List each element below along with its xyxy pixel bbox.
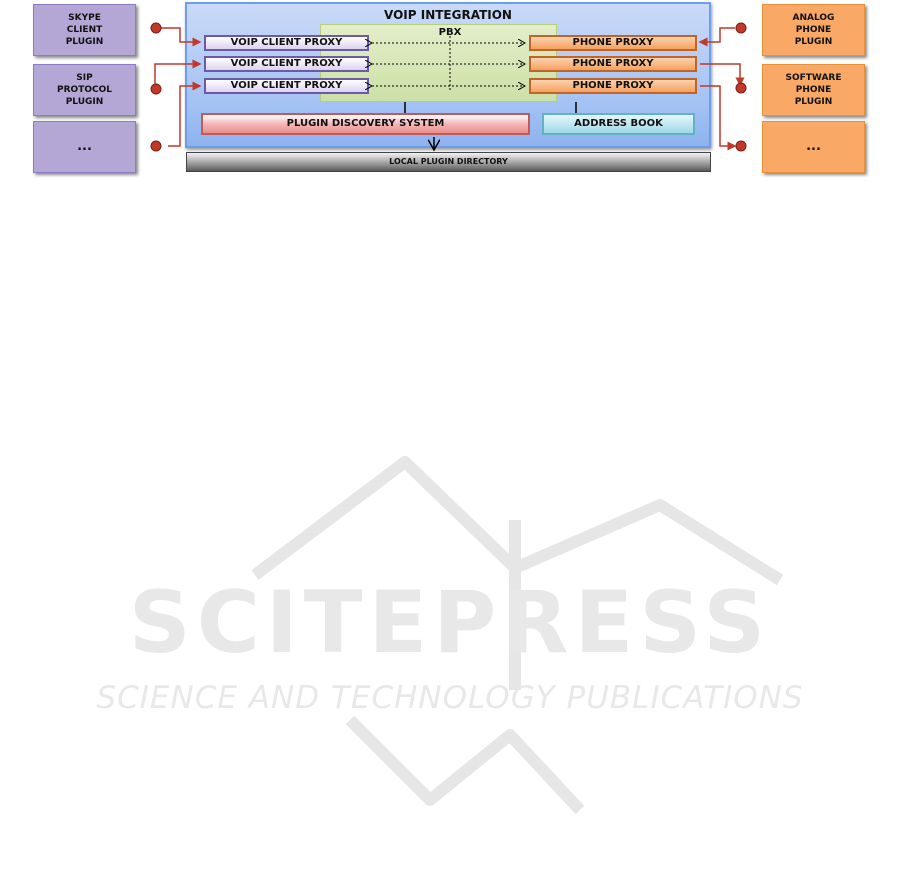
address-book: ADDRESS BOOK <box>542 113 695 135</box>
voip-client-proxy-1: VOIP CLIENT PROXY <box>204 35 369 51</box>
skype-client-plugin: SKYPE CLIENT PLUGIN <box>33 4 136 56</box>
left-more-plugins: ... <box>33 121 136 173</box>
plugin-discovery-system: PLUGIN DISCOVERY SYSTEM <box>201 113 530 135</box>
voip-client-proxy-3: VOIP CLIENT PROXY <box>204 78 369 94</box>
right-more-plugins: ... <box>762 121 865 173</box>
pbx-down-links <box>404 102 577 150</box>
right-plugin-sockets <box>735 22 747 152</box>
phone-proxy-3: PHONE PROXY <box>529 78 697 94</box>
software-phone-plugin: SOFTWARE PHONE PLUGIN <box>762 64 865 116</box>
pbx-dotted-links <box>372 36 525 92</box>
sip-protocol-plugin: SIP PROTOCOL PLUGIN <box>33 64 136 116</box>
local-plugin-directory: LOCAL PLUGIN DIRECTORY <box>186 152 711 172</box>
right-plugin-links <box>698 27 745 151</box>
phone-proxy-2: PHONE PROXY <box>529 56 697 72</box>
left-plugin-links <box>154 27 202 147</box>
analog-phone-plugin: ANALOG PHONE PLUGIN <box>762 4 865 56</box>
phone-proxy-1: PHONE PROXY <box>529 35 697 51</box>
left-plugin-sockets <box>150 22 162 152</box>
pbx-title: PBX <box>438 27 462 38</box>
voip-integration-title: VOIP INTEGRATION <box>384 8 512 22</box>
